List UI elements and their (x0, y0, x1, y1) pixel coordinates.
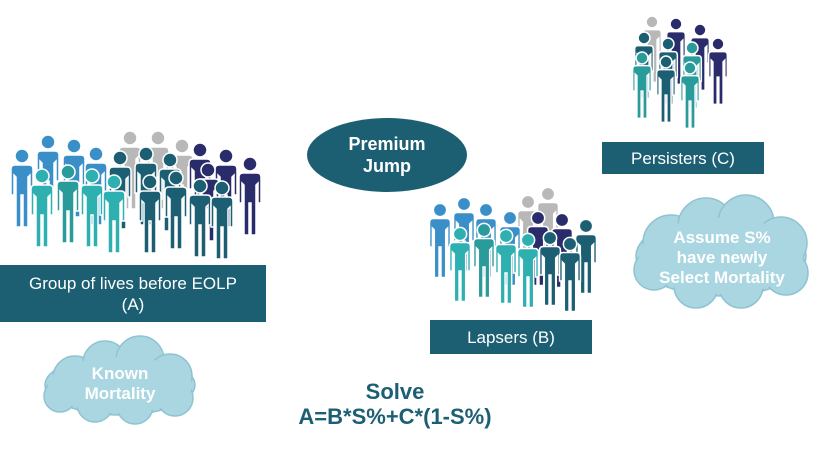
group-a-person-icon-15 (56, 164, 80, 244)
group-b-person-icon-11 (494, 228, 518, 305)
assume-line2: have newly (676, 248, 768, 267)
group-b-person-icon-12 (516, 232, 540, 309)
group-c-person-icon-6 (707, 37, 729, 106)
known-mortality-cloud-icon (43, 335, 196, 425)
group-a-person-icon-3 (10, 148, 34, 228)
premium-jump-oval: Premium Jump (307, 118, 467, 192)
oval-line2: Jump (362, 156, 411, 176)
group-label-line1: Group of lives before EOLP (29, 273, 237, 293)
group-a-person-icon-17 (102, 174, 126, 254)
assume-line3: Select Mortality (659, 268, 785, 287)
select-mortality-cloud-icon (633, 194, 809, 309)
group-b-person-icon-13 (538, 230, 562, 307)
group-a-person-icon-9 (238, 156, 262, 236)
group-b-person-icon-10 (472, 222, 496, 299)
group-a-person-icon-21 (210, 180, 234, 260)
group-b-person-icon-14 (558, 236, 582, 313)
group-a-person-icon-16 (80, 168, 104, 248)
people-group-b-icon (428, 186, 598, 313)
group-a-person-icon-14 (30, 168, 54, 248)
group-label-line2: (A) (121, 294, 145, 314)
known-line2: Mortality (84, 384, 156, 403)
formula-title: Solve (365, 379, 425, 404)
group-a-person-icon-19 (164, 170, 188, 250)
lapsers-label-box: Lapsers (B) (430, 320, 592, 354)
known-line1: Known (91, 364, 149, 383)
formula-block: Solve A=B*S%+C*(1-S%) (260, 380, 530, 430)
group-c-person-icon-8 (655, 55, 677, 124)
people-group-c-icon (631, 15, 729, 130)
group-c-person-icon-7 (631, 51, 653, 120)
people-group-a-icon (10, 130, 262, 260)
group-c-person-icon-9 (679, 61, 701, 130)
known-mortality-text: Known Mortality (55, 362, 185, 406)
group-b-person-icon-9 (448, 226, 472, 303)
persisters-label: Persisters (C) (631, 148, 735, 168)
group-b-person-icon-2 (428, 202, 452, 279)
oval-line1: Premium (348, 134, 426, 154)
group-label-box: Group of lives before EOLP (A) (0, 265, 266, 322)
lapsers-label: Lapsers (B) (467, 327, 555, 347)
assume-line1: Assume S% (673, 228, 771, 247)
group-a-person-icon-18 (138, 174, 162, 254)
persisters-label-box: Persisters (C) (602, 142, 764, 174)
select-mortality-text: Assume S% have newly Select Mortality (636, 226, 808, 290)
group-a-person-icon-20 (188, 178, 212, 258)
formula-equation: A=B*S%+C*(1-S%) (298, 404, 492, 429)
